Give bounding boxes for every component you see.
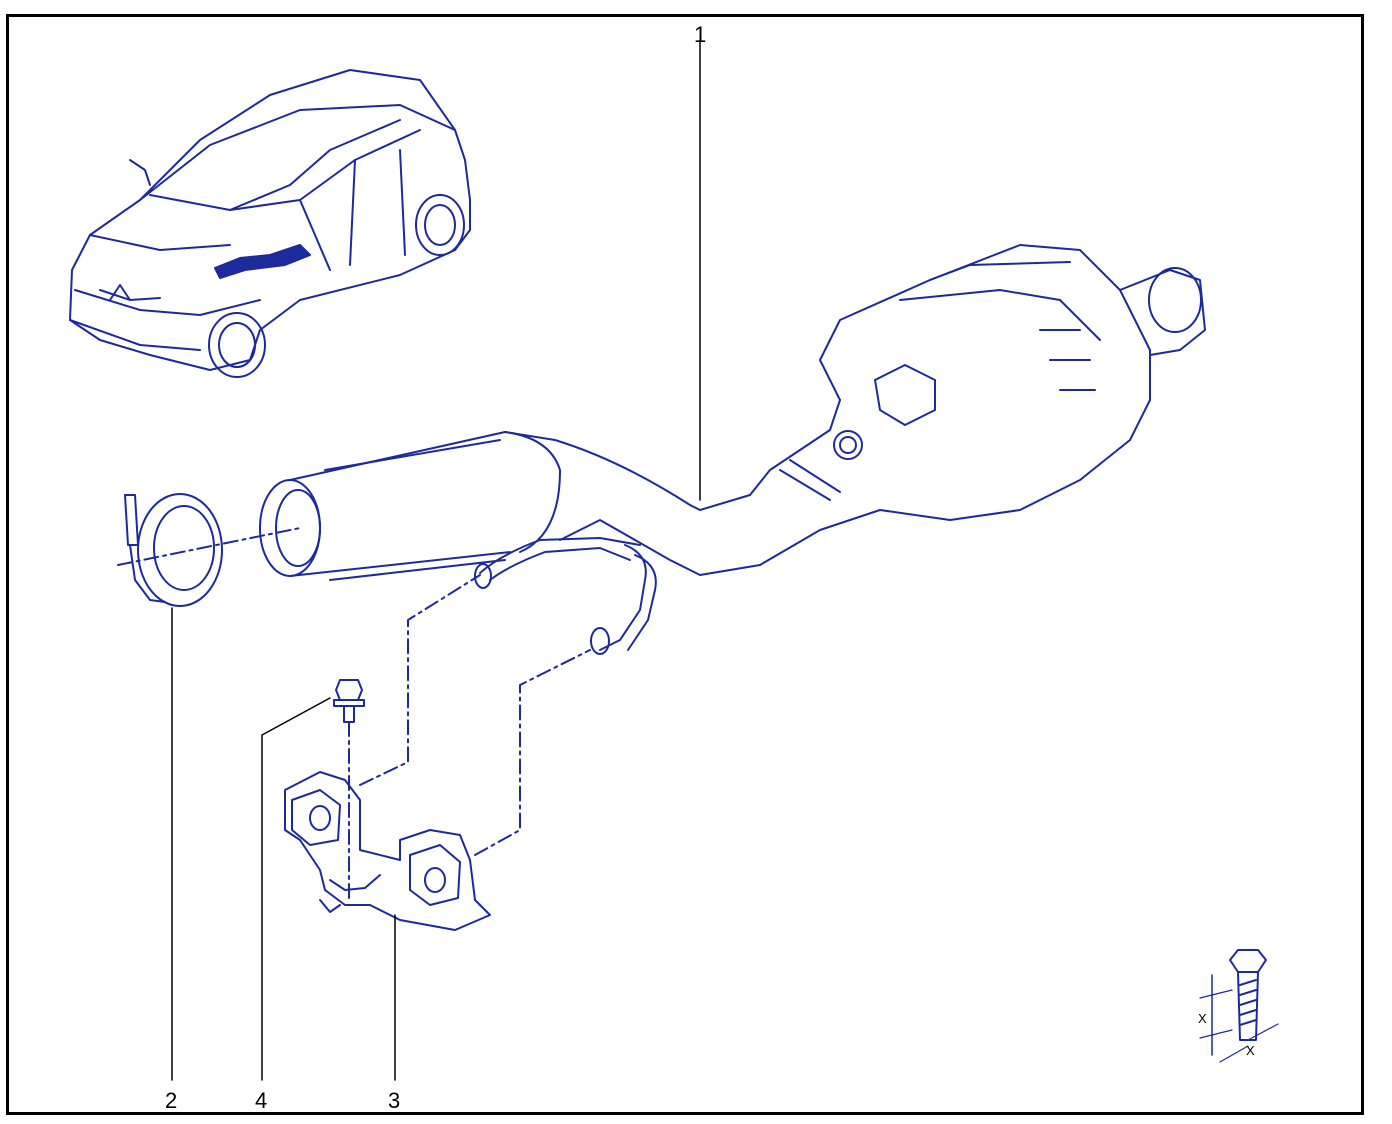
vehicle-locator-illustration xyxy=(69,69,471,378)
torque-spec-bolt-symbol xyxy=(1199,949,1279,1063)
part-1-catalytic-converter xyxy=(259,39,1206,655)
part-2-exhaust-clamp xyxy=(117,493,301,1081)
callout-part-2: 2 xyxy=(165,1088,178,1113)
callout-part-1: 1 xyxy=(694,22,707,47)
part-4-bolt xyxy=(261,679,365,1081)
callout-part-4: 4 xyxy=(255,1088,268,1113)
diagram-frame xyxy=(6,14,1364,1115)
torque-dimension-label-left: X xyxy=(1198,1011,1207,1026)
part-3-mounting-bracket xyxy=(284,574,591,1081)
callout-part-3: 3 xyxy=(388,1088,401,1113)
torque-dimension-label-bottom: X xyxy=(1246,1043,1255,1058)
